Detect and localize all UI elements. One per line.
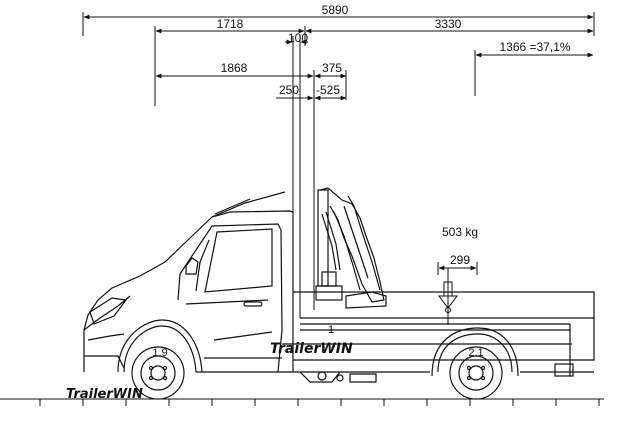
overall-length-label: 5890 — [322, 3, 349, 17]
load-arrow-icon — [438, 281, 458, 313]
load-marker-label: 1 — [328, 324, 334, 336]
ground-scale — [0, 398, 604, 406]
flatbed — [282, 291, 595, 383]
load-mass-label: 503 kg — [442, 225, 478, 239]
dimension-overall — [82, 12, 595, 36]
corner-logo: TrailerWIN — [66, 387, 143, 402]
load-position-label: 299 — [450, 253, 470, 267]
front-to-load-label: 1868 — [221, 61, 248, 75]
crane-offset-front-label: 250 — [279, 83, 299, 97]
rear-overhang-label: 1366 =37,1% — [499, 40, 570, 54]
crane-offset-rear-label: 375 — [322, 61, 342, 75]
rear-axle-load-label: 2.1 — [468, 347, 483, 359]
front-to-crane-label: 1718 — [217, 17, 244, 31]
crane — [315, 187, 387, 309]
dimension-front-load — [155, 70, 347, 310]
front-axle-load-label: 1.9 — [152, 347, 167, 359]
dimension-rear-overhang — [474, 50, 594, 96]
dimension-crane-column — [285, 36, 308, 318]
crane-offset-back-label: -525 — [316, 83, 340, 97]
body-logo: TrailerWIN — [270, 341, 353, 357]
dimension-front-crane — [154, 26, 594, 106]
crane-to-rear-label: 3330 — [435, 17, 462, 31]
truck-cab — [83, 191, 294, 373]
crane-column-label: 100 — [288, 31, 308, 45]
